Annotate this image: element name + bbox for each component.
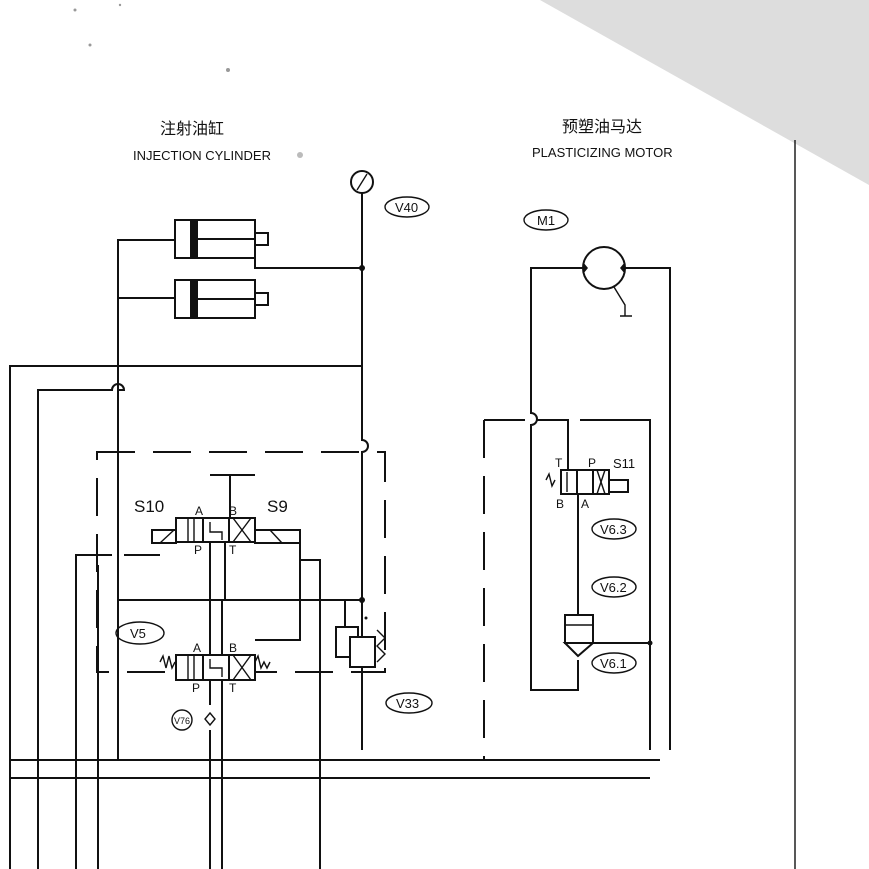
scan-noise xyxy=(73,0,869,185)
svg-text:V76: V76 xyxy=(174,716,190,726)
injection-cylinder-2-icon xyxy=(174,279,269,319)
s10-s9-directional-valve-icon xyxy=(151,517,301,544)
v5-tag: V5 xyxy=(115,621,165,645)
s11-directional-valve-icon xyxy=(545,469,629,495)
port-a: A xyxy=(195,504,203,518)
v5-port-t: T xyxy=(229,681,237,695)
s11-port-b: B xyxy=(556,497,564,511)
svg-text:V33: V33 xyxy=(396,696,419,711)
v5-dashed-enclosure xyxy=(96,420,485,760)
port-b: B xyxy=(229,504,237,518)
s11-port-t: T xyxy=(555,456,563,470)
svg-text:M1: M1 xyxy=(537,213,555,228)
injection-title-cn: 注射油缸 xyxy=(160,119,224,138)
hydraulic-lines xyxy=(9,193,660,869)
v33-relief-valve-icon xyxy=(335,616,386,668)
motor-title-en: PLASTICIZING MOTOR xyxy=(532,145,673,160)
svg-text:V6.1: V6.1 xyxy=(600,656,627,671)
s11-port-a: A xyxy=(581,497,589,511)
m1-tag: M1 xyxy=(523,209,569,231)
v5-port-p: P xyxy=(192,681,200,695)
v6-2-tag: V6.2 xyxy=(591,576,637,598)
v6-1-tag: V6.1 xyxy=(591,652,637,674)
v5-directional-valve-icon xyxy=(159,653,271,681)
svg-text:V6.2: V6.2 xyxy=(600,580,627,595)
s9-label: S9 xyxy=(267,497,288,516)
injection-cylinder-1-icon xyxy=(174,219,269,259)
svg-text:V5: V5 xyxy=(130,626,146,641)
port-p: P xyxy=(194,543,202,557)
motor-title-cn: 预塑油马达 xyxy=(562,117,642,136)
motor-lines xyxy=(484,267,671,750)
v6-3-tag: V6.3 xyxy=(591,518,637,540)
svg-text:V40: V40 xyxy=(395,200,418,215)
svg-text:V6.3: V6.3 xyxy=(600,522,627,537)
hydraulic-motor-icon xyxy=(582,246,632,317)
port-t: T xyxy=(229,543,237,557)
injection-title-en: INJECTION CYLINDER xyxy=(133,148,271,163)
v40-tag: V40 xyxy=(384,196,430,218)
v33-tag: V33 xyxy=(385,692,433,714)
s11-port-p: P xyxy=(588,456,596,470)
v6-1-cartridge-valve-icon xyxy=(562,614,596,658)
v5-port-a: A xyxy=(193,641,201,655)
s11-label: S11 xyxy=(613,456,635,471)
pressure-gauge-icon xyxy=(350,170,374,194)
v5-port-b: B xyxy=(229,641,237,655)
s10-label: S10 xyxy=(134,497,164,516)
v76-check-valve-icon: V76 xyxy=(171,709,216,731)
